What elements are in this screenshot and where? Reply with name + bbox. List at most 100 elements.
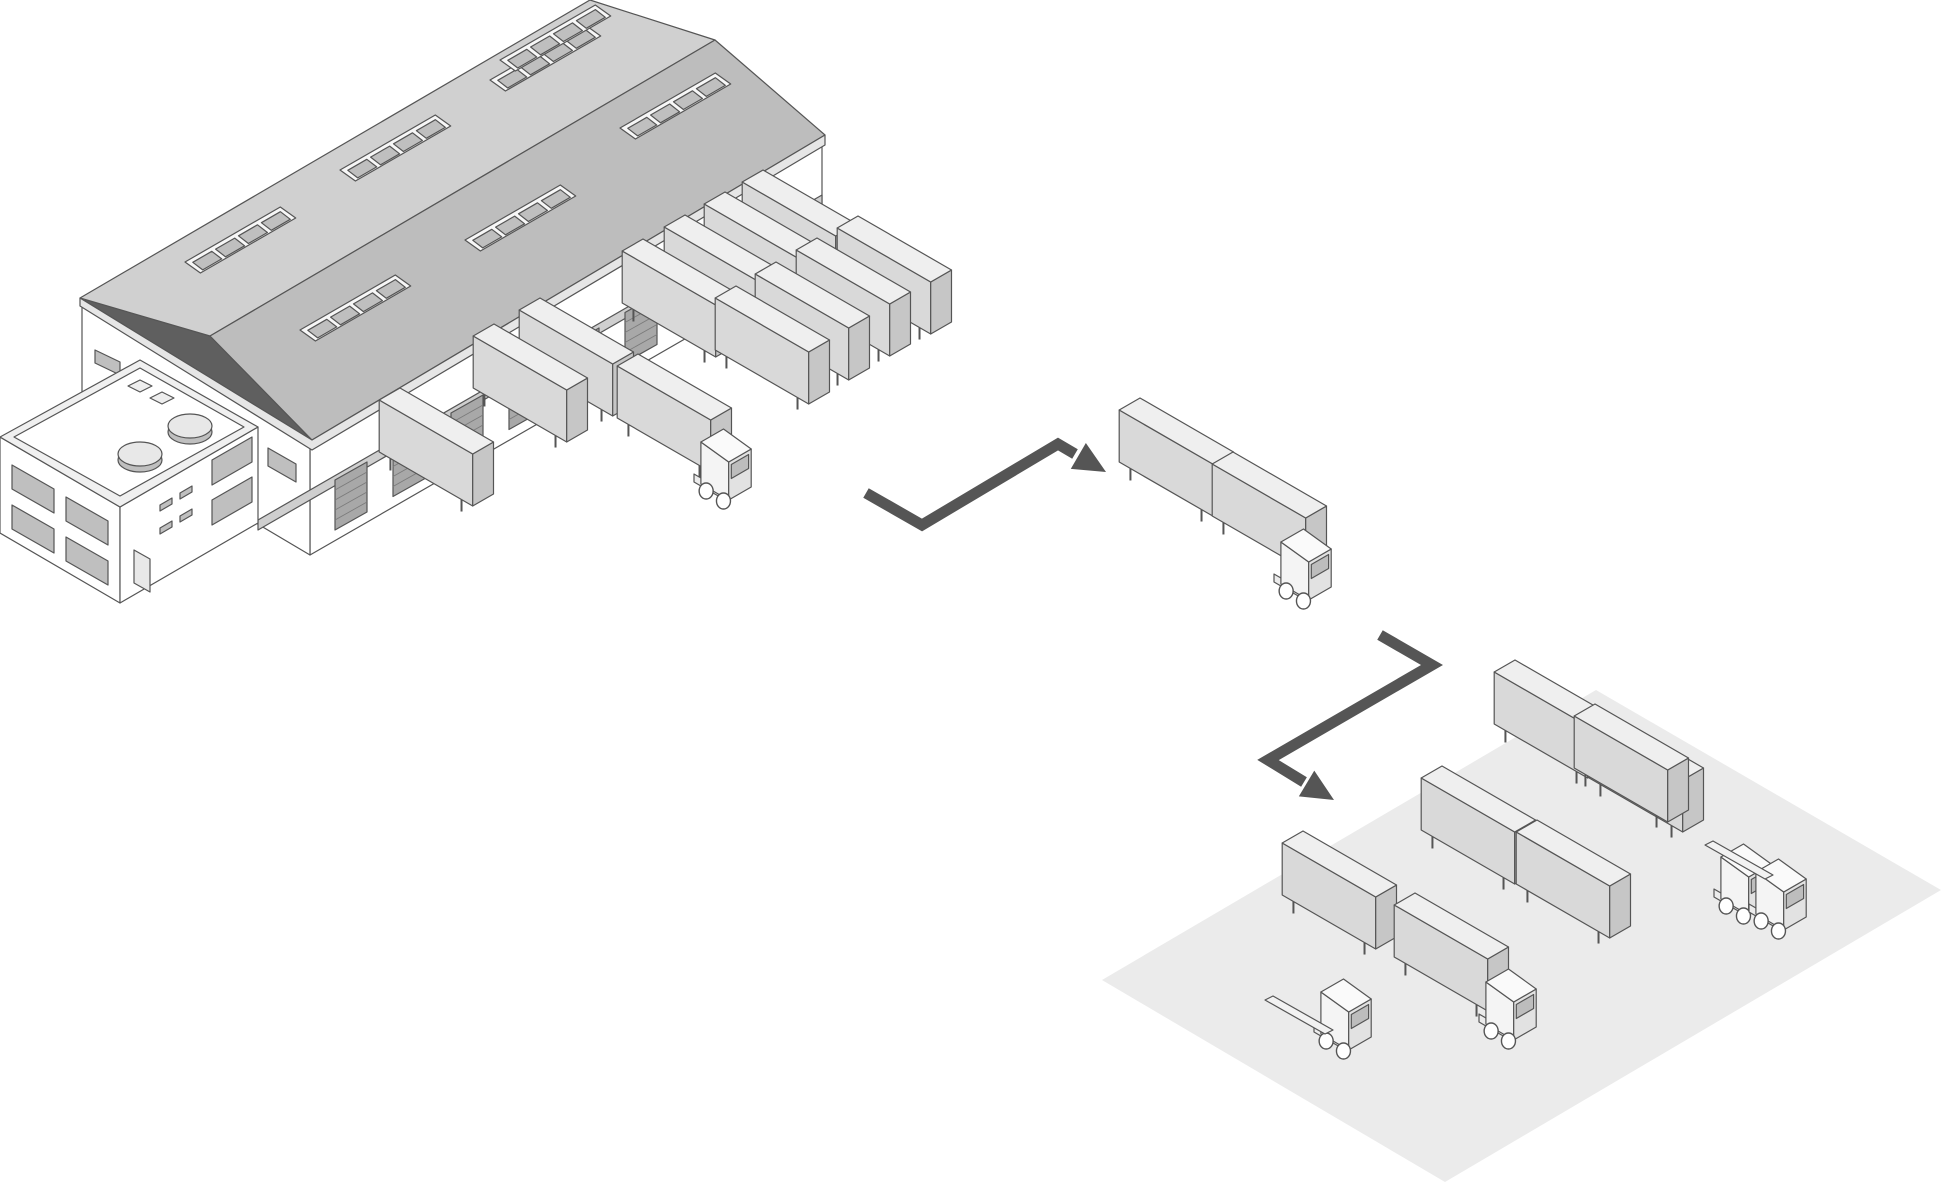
truck-windshield (1785, 883, 1805, 910)
transit-truck-tractor (1273, 528, 1332, 610)
truck-wheel (1278, 582, 1294, 600)
flow-arrow-head (1298, 770, 1334, 800)
yard-truck-tractor (1478, 968, 1537, 1050)
flow-arrows (863, 437, 1443, 800)
skylight-pane (215, 237, 246, 258)
truck-windshield (1515, 993, 1535, 1020)
container-top (741, 169, 858, 237)
truck-cab-roof (1280, 528, 1332, 563)
container-top (1420, 765, 1537, 833)
rooftop-hvac-unit (127, 379, 153, 393)
yard-container-trailer (1515, 819, 1632, 944)
yard-container-trailer (1281, 830, 1398, 955)
dock-container-trailer (378, 387, 495, 512)
truck-wheel (698, 482, 714, 500)
container-top (754, 261, 871, 329)
skylight-pane (672, 90, 704, 111)
skylight-pane (695, 77, 726, 98)
container-top (472, 323, 589, 391)
office-window (65, 536, 109, 586)
flow-arrow-shaft (863, 437, 1078, 532)
truck-wheel (1318, 1032, 1334, 1050)
flow-arrow-shaft (1257, 630, 1443, 787)
truck-wheel (1718, 897, 1734, 915)
skylight-pane (495, 215, 526, 236)
truck-windshield (1350, 1003, 1370, 1030)
skylight-pane (237, 224, 268, 245)
yard-truck-tractor (1748, 858, 1807, 940)
truck-cab-roof (1485, 968, 1537, 1003)
warehouse-roof-edge (79, 134, 826, 451)
skylight-pane (415, 119, 446, 139)
yard-truck-tractor (1313, 978, 1372, 1060)
skylight-pane (370, 145, 401, 166)
dock-truck-tractor (693, 428, 752, 510)
container-top (795, 237, 912, 305)
container-top (1281, 830, 1398, 898)
skylight-pane (352, 292, 383, 313)
rooftop-fan-top (167, 413, 213, 439)
skylight-pane (472, 228, 503, 249)
office-vent (179, 508, 193, 523)
skylight-pane (347, 158, 378, 179)
skylight-pane (627, 116, 658, 137)
skylight-pane (192, 250, 223, 271)
office-door (133, 549, 151, 593)
office-window (11, 504, 55, 554)
truck-windshield (730, 453, 750, 480)
container-top (616, 353, 733, 421)
container-top (714, 285, 831, 353)
flow-arrow-transport-to-yard (1257, 630, 1443, 800)
skylight-pane (507, 48, 538, 69)
dock-door-slat (334, 481, 368, 501)
loading-dock-containers (378, 169, 953, 512)
container-top (1393, 892, 1510, 960)
yard-vehicles (1264, 659, 1807, 1060)
dock-door-slat (334, 501, 368, 521)
container-top (378, 387, 495, 455)
truck-cab-roof (700, 428, 752, 463)
rooftop-fan-top (117, 441, 163, 467)
truck-wheel (1753, 912, 1769, 930)
dock-door-slat (334, 471, 368, 491)
dock-door-slat (624, 324, 658, 343)
container-top (836, 215, 953, 283)
skylight-pane (575, 9, 606, 29)
flow-arrow-warehouse-to-transport (863, 437, 1106, 532)
dock-door (334, 461, 368, 531)
office-vent (159, 520, 173, 535)
skylight-pane (260, 211, 291, 231)
container-top (1515, 819, 1632, 887)
skylight-pane (517, 202, 549, 223)
office-window (11, 464, 55, 514)
rooftop-hvac-unit (149, 391, 175, 405)
truck-wheel (1735, 907, 1752, 925)
skylight-pane (540, 189, 571, 209)
office-vent (179, 485, 193, 500)
truck-windshield (1310, 553, 1330, 580)
skylight-pane (497, 68, 528, 89)
truck-wheel (1295, 592, 1312, 610)
truck-wheel (715, 492, 732, 510)
skylight-pane (392, 132, 423, 153)
transit-truck-group (1118, 397, 1332, 610)
truck-cab-roof (1755, 858, 1807, 893)
office-window (65, 496, 109, 546)
truck-wheel (1500, 1032, 1517, 1050)
container-top (1573, 703, 1690, 771)
skylight-pane (330, 305, 361, 326)
yard-container-trailer (1573, 703, 1690, 828)
office-roof-inner (13, 367, 245, 497)
trailer-yard-area (1102, 690, 1941, 1182)
flow-arrow-head (1070, 442, 1106, 472)
office-vent (159, 497, 173, 512)
container-top (1211, 451, 1328, 519)
dock-door-slat (334, 491, 368, 511)
skylight-pane (529, 35, 561, 56)
truck-wheel (1335, 1042, 1352, 1060)
skylight-pane (307, 318, 338, 339)
truck-wheel (1770, 922, 1787, 940)
dock-container-trailer (714, 285, 831, 410)
dock-container-trailer (472, 323, 589, 448)
